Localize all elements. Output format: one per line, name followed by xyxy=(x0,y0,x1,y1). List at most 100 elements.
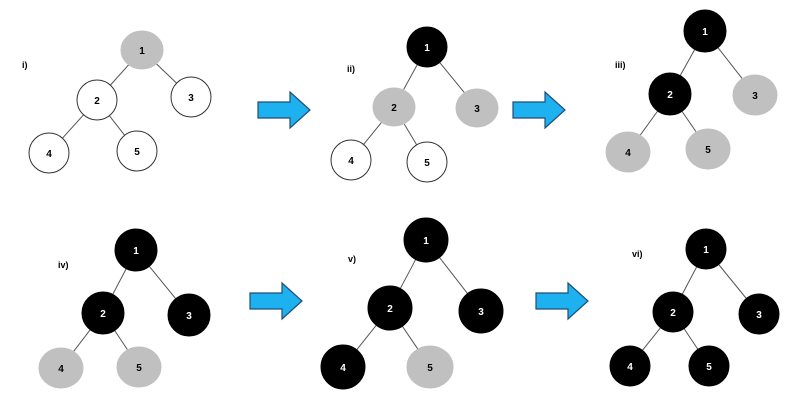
tree-node-1-black xyxy=(683,9,727,53)
tree-panel: vi) 1 2 3 4 5 xyxy=(609,228,780,387)
tree-node-2-white xyxy=(76,79,118,121)
transition-arrow-icon xyxy=(257,90,311,130)
tree-node-4-white xyxy=(28,132,70,174)
node-label: 1 xyxy=(703,245,709,256)
panel-label: vi) xyxy=(632,249,643,259)
node-label: 3 xyxy=(186,311,192,322)
tree-node-2-gray xyxy=(372,87,416,127)
node-label: 1 xyxy=(423,236,429,247)
node-label: 4 xyxy=(46,149,52,160)
tree-edge xyxy=(717,47,743,79)
tree-node-1-gray xyxy=(120,30,164,70)
node-label: 2 xyxy=(391,103,397,114)
node-label: 2 xyxy=(94,96,100,107)
tree-node-4-black xyxy=(320,344,366,390)
tree-node-2-black xyxy=(81,291,125,335)
tree-edge xyxy=(399,259,417,289)
node-label: 4 xyxy=(627,362,633,373)
node-label: 5 xyxy=(706,362,712,373)
tree-node-3-black xyxy=(738,293,780,335)
tree-edge xyxy=(679,49,696,76)
node-label: 4 xyxy=(340,363,346,374)
tree-node-1-black xyxy=(403,217,449,263)
tree-node-5-white xyxy=(116,130,158,172)
node-label: 2 xyxy=(670,308,676,319)
tree-panel: ii) 1 2 3 4 5 xyxy=(330,26,499,183)
tree-edge xyxy=(439,257,468,294)
tree-node-5-white xyxy=(406,141,448,183)
tree-edge xyxy=(403,123,418,146)
node-label: 4 xyxy=(348,156,354,167)
tree-node-4-gray xyxy=(605,131,651,173)
panel-label: ii) xyxy=(347,64,355,74)
tree-panel: i) 1 2 3 4 5 xyxy=(22,30,212,174)
tree-node-5-gray xyxy=(406,345,454,389)
tree-edge xyxy=(108,115,126,136)
node-label: 1 xyxy=(702,27,708,38)
tree-edge xyxy=(112,268,127,295)
tree-node-5-gray xyxy=(116,346,162,388)
tree-edge xyxy=(401,325,419,350)
tree-edge xyxy=(642,327,661,351)
tree-edge xyxy=(110,64,129,86)
tree-node-4-gray xyxy=(38,347,84,389)
node-label: 1 xyxy=(139,46,145,57)
tree-node-1-black xyxy=(406,26,448,68)
node-label: 3 xyxy=(478,307,484,318)
tree-node-4-black xyxy=(609,345,651,387)
tree-edge xyxy=(681,266,698,295)
tree-edge xyxy=(114,330,128,350)
panel-label: v) xyxy=(348,254,356,264)
node-label: 5 xyxy=(136,363,142,374)
tree-node-5-black xyxy=(688,345,730,387)
node-label: 5 xyxy=(134,147,140,158)
node-label: 2 xyxy=(387,304,393,315)
transition-arrow-icon xyxy=(249,281,303,321)
tree-node-3-black xyxy=(458,288,504,334)
node-label: 5 xyxy=(705,145,711,156)
tree-panel: iii) 1 2 3 4 5 xyxy=(605,9,778,173)
tree-edge xyxy=(403,64,418,90)
tree-node-3-gray xyxy=(455,88,499,128)
tree-node-1-black xyxy=(114,228,158,272)
tree-edge xyxy=(156,63,177,84)
tree-node-5-gray xyxy=(685,128,731,170)
node-label: 3 xyxy=(188,93,194,104)
tree-panel: v) 1 2 3 4 5 xyxy=(320,217,504,390)
node-label: 3 xyxy=(756,310,762,321)
tree-edge xyxy=(62,114,84,139)
tree-node-3-black xyxy=(167,293,211,337)
panel-label: i) xyxy=(22,60,28,70)
tree-edge xyxy=(439,62,465,93)
tree-node-2-black xyxy=(652,291,694,333)
panel-label: iii) xyxy=(615,60,626,70)
node-label: 3 xyxy=(752,91,758,102)
node-label: 4 xyxy=(625,148,631,159)
node-label: 1 xyxy=(424,43,430,54)
node-label: 2 xyxy=(667,90,673,101)
tree-node-4-white xyxy=(330,139,372,181)
node-label: 2 xyxy=(100,309,106,320)
tree-edge xyxy=(718,264,747,299)
tree-node-2-black xyxy=(648,72,692,116)
tree-edge xyxy=(148,265,177,300)
tree-node-1-black xyxy=(685,228,727,270)
tree-edge xyxy=(683,328,699,350)
node-label: 1 xyxy=(133,246,139,257)
tree-edge xyxy=(639,110,659,136)
node-label: 5 xyxy=(427,363,433,374)
tree-edge xyxy=(73,329,91,352)
node-label: 5 xyxy=(424,158,430,169)
tree-node-3-gray xyxy=(732,74,778,116)
tree-edge xyxy=(363,122,382,145)
panel-label: iv) xyxy=(58,260,69,270)
node-label: 3 xyxy=(474,104,480,115)
tree-node-3-white xyxy=(170,76,212,118)
tree-edge xyxy=(681,110,697,133)
transition-arrow-icon xyxy=(512,90,566,130)
tree-node-2-black xyxy=(367,285,413,331)
transition-arrow-icon xyxy=(535,281,589,321)
